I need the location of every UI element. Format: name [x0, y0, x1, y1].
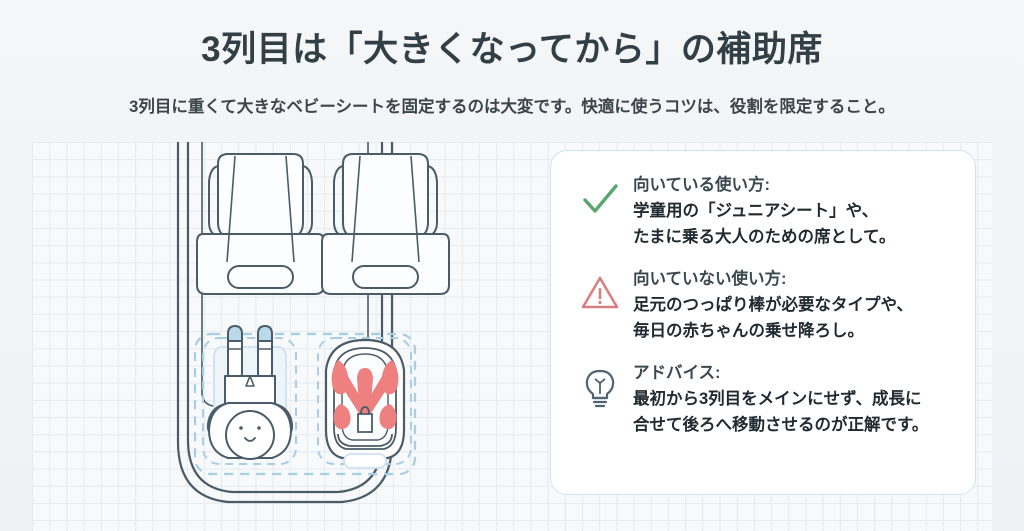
lightbulb-icon-wrap — [573, 361, 627, 409]
usage-info-card: 向いている使い方: 学童用の「ジュニアシート」や、 たまに乗る大人のための席とし… — [550, 150, 976, 495]
info-row-suitable: 向いている使い方: 学童用の「ジュニアシート」や、 たまに乗る大人のための席とし… — [573, 173, 953, 250]
info-heading-suitable: 向いている使い方: — [633, 176, 770, 194]
car-seat-base — [337, 433, 393, 447]
child-figure-top-view — [206, 325, 294, 460]
car-seat-foot-lip — [343, 453, 387, 469]
front-seat-right-backrest — [342, 153, 429, 237]
check-icon-wrap — [573, 173, 627, 221]
child-shoe-right — [257, 325, 273, 343]
car-seat-buckle-loop — [360, 406, 370, 415]
car-seat-lap-pad-left — [333, 404, 351, 430]
child-shoe-left — [227, 325, 243, 343]
warning-triangle-icon — [581, 276, 619, 309]
child-car-seat — [324, 338, 406, 469]
front-seat-left-backrest — [217, 153, 304, 237]
front-seat-left-seam-l — [226, 155, 236, 263]
info-row-advice: アドバイス: 最初から3列目をメインにせず、成長に 合せて後ろへ移動させるのが正… — [573, 361, 953, 438]
check-icon — [583, 184, 618, 213]
child-leg-right — [257, 340, 273, 380]
info-line-advice-2: 合せて後ろへ移動させるのが正解です。 — [633, 416, 929, 434]
car-top-view-illustration — [176, 142, 450, 504]
info-text-unsuitable: 向いていない使い方: 足元のつっぱり棒が必要なタイプや、 毎日の赤ちゃんの乗せ降… — [627, 267, 953, 344]
cabin-wall-left — [201, 142, 214, 407]
info-line-unsuitable-1: 足元のつっぱり棒が必要なタイプや、 — [633, 296, 914, 314]
info-row-unsuitable: 向いていない使い方: 足元のつっぱり棒が必要なタイプや、 毎日の赤ちゃんの乗せ降… — [573, 267, 953, 344]
info-line-suitable-2: たまに乗る大人のための席として。 — [633, 228, 896, 246]
car-seat-buckle — [357, 413, 373, 433]
third-row-guide-outline — [193, 332, 417, 476]
grid-background-panel: 向いている使い方: 学童用の「ジュニアシート」や、 たまに乗る大人のための席とし… — [32, 142, 992, 531]
front-seat-left-lip — [227, 265, 294, 289]
front-seat-right-seam-r — [410, 155, 420, 263]
info-line-unsuitable-2: 毎日の赤ちゃんの乗せ降ろし。 — [633, 322, 864, 340]
header: 3列目は「大きくなってから」の補助席 3列目に重くて大きなベビーシートを固定する… — [0, 0, 1024, 140]
info-text-suitable: 向いている使い方: 学童用の「ジュニアシート」や、 たまに乗る大人のための席とし… — [627, 173, 953, 250]
third-row-seat-right — [317, 337, 412, 465]
info-line-advice-1: 最初から3列目をメインにせず、成長に — [633, 390, 922, 408]
info-heading-advice: アドバイス: — [633, 364, 721, 382]
car-seat-lap-pad-right — [379, 404, 397, 430]
child-eye-right — [257, 426, 261, 430]
child-mouth — [244, 437, 256, 442]
warning-triangle-icon-wrap — [573, 267, 627, 313]
child-leg-left — [227, 340, 243, 380]
page-subtitle: 3列目に重くて大きなベビーシートを固定するのは大変です。快適に使うコツは、役割を… — [129, 98, 895, 116]
front-seat-right-seam-l — [351, 155, 361, 263]
front-seat-left-wing-r — [302, 165, 313, 237]
front-seat-left-seam-r — [285, 155, 295, 263]
lightbulb-icon — [585, 369, 615, 408]
child-head — [225, 410, 275, 460]
front-seat-right-wing-l — [333, 165, 344, 237]
third-row-seat-right-guide — [317, 337, 412, 465]
car-body-outer — [176, 142, 394, 504]
page-title: 3列目は「大きくなってから」の補助席 — [201, 30, 823, 69]
child-eye-left — [239, 426, 243, 430]
front-seat-right-wing-r — [427, 165, 438, 237]
child-collar-notch — [245, 375, 255, 387]
info-text-advice: アドバイス: 最初から3列目をメインにせず、成長に 合せて後ろへ移動させるのが正… — [627, 361, 953, 438]
front-seat-right-lip — [352, 265, 419, 289]
info-line-suitable-1: 学童用の「ジュニアシート」や、 — [633, 202, 879, 220]
front-seat-left-wing-l — [208, 165, 219, 237]
info-heading-unsuitable: 向いていない使い方: — [633, 270, 787, 288]
car-seat-chest-pad — [357, 368, 373, 412]
third-row-seat-left-guide — [202, 337, 297, 465]
